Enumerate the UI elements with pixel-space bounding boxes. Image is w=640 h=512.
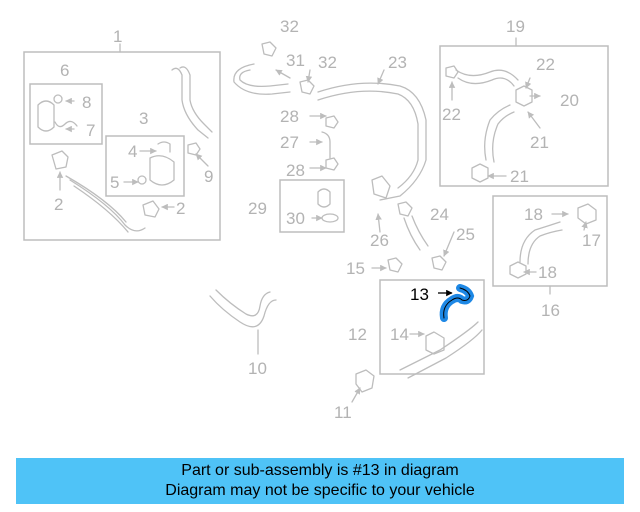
callout-22a: 22 bbox=[442, 105, 461, 124]
callout-1: 1 bbox=[113, 27, 122, 46]
callout-6: 6 bbox=[60, 61, 69, 80]
callout-10: 10 bbox=[248, 359, 267, 378]
parts-diagram: 1 2 2 3 4 5 6 7 8 9 10 11 12 13 14 15 16… bbox=[23, 17, 609, 422]
callout-11: 11 bbox=[334, 403, 352, 422]
callout-2a: 2 bbox=[54, 195, 63, 214]
callout-28b: 28 bbox=[286, 161, 305, 180]
callout-21b: 21 bbox=[510, 167, 529, 186]
callout-32a: 32 bbox=[280, 17, 299, 36]
callout-16: 16 bbox=[541, 301, 560, 320]
callout-8: 8 bbox=[82, 93, 91, 112]
callout-5: 5 bbox=[110, 173, 119, 192]
callout-20: 20 bbox=[560, 91, 579, 110]
callout-18b: 18 bbox=[538, 263, 557, 282]
callout-22b: 22 bbox=[536, 55, 555, 74]
callout-27: 27 bbox=[280, 133, 299, 152]
callout-labels: 1 2 2 3 4 5 6 7 8 9 10 11 12 13 14 15 16… bbox=[54, 17, 601, 422]
banner-line-1: Part or sub-assembly is #13 in diagram bbox=[181, 462, 459, 479]
callout-17: 17 bbox=[582, 231, 601, 250]
callout-30: 30 bbox=[286, 209, 305, 228]
group-19 bbox=[439, 37, 609, 187]
callout-32b: 32 bbox=[318, 53, 337, 72]
callout-18a: 18 bbox=[524, 205, 543, 224]
callout-4: 4 bbox=[128, 142, 137, 161]
banner-line-2: Diagram may not be specific to your vehi… bbox=[165, 482, 475, 499]
callout-28a: 28 bbox=[280, 107, 299, 126]
callout-26: 26 bbox=[370, 231, 389, 250]
group-1 bbox=[23, 43, 221, 241]
callout-12: 12 bbox=[348, 325, 367, 344]
callout-9: 9 bbox=[204, 167, 213, 186]
callout-24: 24 bbox=[430, 205, 449, 224]
group-12 bbox=[379, 279, 485, 379]
callout-3: 3 bbox=[139, 109, 148, 128]
callout-29: 29 bbox=[248, 199, 267, 218]
loose-parts bbox=[209, 41, 447, 393]
callout-19: 19 bbox=[506, 17, 525, 36]
callout-31: 31 bbox=[286, 51, 305, 70]
callout-21a: 21 bbox=[530, 133, 549, 152]
leader-lines bbox=[56, 69, 588, 403]
callout-2b: 2 bbox=[176, 199, 185, 218]
group-16 bbox=[492, 195, 608, 295]
callout-23: 23 bbox=[388, 53, 407, 72]
callout-13: 13 bbox=[410, 285, 429, 304]
info-banner: Part or sub-assembly is #13 in diagram D… bbox=[16, 458, 624, 504]
callout-15: 15 bbox=[346, 259, 365, 278]
callout-7: 7 bbox=[86, 121, 95, 140]
callout-14: 14 bbox=[390, 325, 409, 344]
callout-25: 25 bbox=[456, 225, 475, 244]
